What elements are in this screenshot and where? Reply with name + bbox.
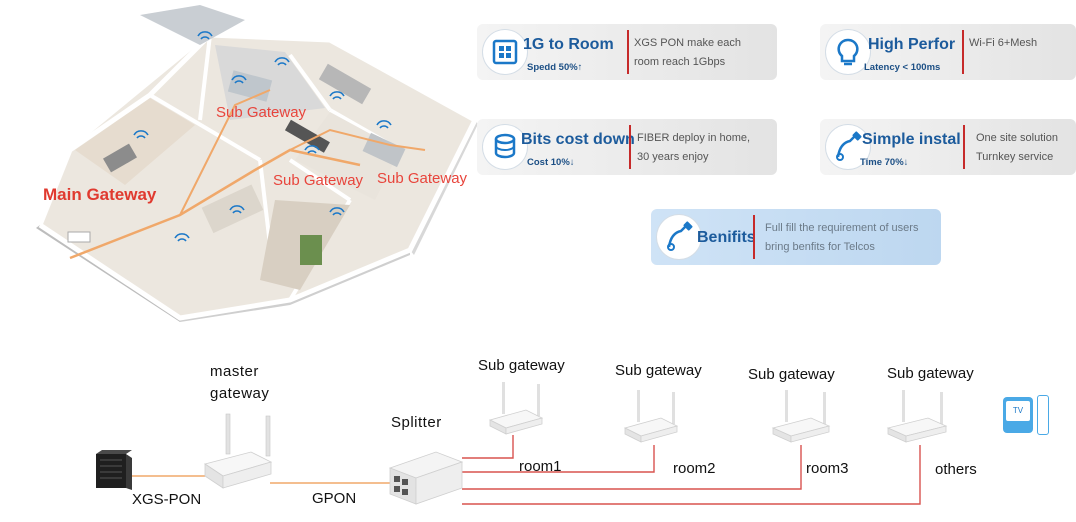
- feature-divider: [963, 125, 965, 169]
- feature-desc-line: Full fill the requirement of users: [765, 222, 919, 234]
- feature-subtitle: Latency < 100ms: [864, 62, 941, 73]
- feature-title: Simple instal: [862, 131, 961, 148]
- room-label: others: [935, 461, 977, 478]
- feature-card-1g-to-room: 1G to Room Spedd 50%↑ XGS PON make each …: [477, 24, 777, 80]
- feature-description: Full fill the requirement of users bring…: [765, 219, 918, 257]
- sub-gateway-router-icon: [623, 390, 679, 443]
- gpon-label: GPON: [312, 490, 357, 507]
- feature-subtitle: Time 70%↓: [860, 157, 909, 168]
- tv-screen-label: TV: [1006, 401, 1030, 421]
- sub-gateway-label: Sub gateway: [887, 365, 974, 382]
- floorplan-label-sub-gateway: Sub Gateway: [377, 170, 468, 187]
- feature-title: High Perfor: [868, 36, 956, 53]
- feature-divider: [753, 215, 755, 259]
- master-gateway-router-icon: [204, 413, 273, 489]
- floorplan-label-sub-gateway: Sub Gateway: [216, 104, 307, 121]
- feature-divider: [627, 30, 629, 74]
- olt-device-icon: [96, 450, 132, 490]
- sub-gateway-label: Sub gateway: [615, 362, 702, 379]
- master-gateway-label: master gateway: [210, 361, 269, 405]
- feature-subtitle: Spedd 50%↑: [527, 62, 583, 73]
- feature-desc-line: Wi-Fi 6+Mesh: [969, 37, 1038, 49]
- feature-desc-line: FIBER deploy in home,: [637, 132, 751, 144]
- link-room1: [462, 435, 514, 459]
- splitter-label: Splitter: [391, 414, 442, 431]
- feature-description: One site solution Turnkey service: [976, 129, 1058, 167]
- floorplan-label-main-gateway: Main Gateway: [43, 185, 157, 204]
- feature-desc-line: XGS PON make each: [634, 37, 741, 49]
- link-room3: [462, 445, 802, 490]
- master-gateway-label-line: gateway: [210, 385, 270, 402]
- feature-desc-line: room reach 1Gbps: [634, 56, 726, 68]
- feature-desc-line: One site solution: [976, 132, 1058, 144]
- sub-gateway-label: Sub gateway: [748, 366, 835, 383]
- feature-card-benifits: Benifits Full fill the requirement of us…: [651, 209, 941, 265]
- lightbulb-icon: [826, 30, 870, 74]
- feature-desc-line: Turnkey service: [976, 151, 1054, 163]
- sub-gateway-router-icon: [886, 390, 948, 443]
- feature-description: FIBER deploy in home, 30 years enjoy: [637, 129, 750, 167]
- sub-gateway-router-icon: [771, 390, 831, 443]
- ethernet-port-icon: [483, 30, 527, 74]
- link-others: [462, 445, 921, 505]
- room-label: room2: [673, 460, 716, 477]
- splitter-device-icon: [388, 451, 464, 505]
- master-gateway-label-line: master: [210, 363, 259, 380]
- feature-divider: [629, 125, 631, 169]
- link-room2: [462, 445, 655, 473]
- coins-icon: [483, 125, 527, 169]
- floorplan-label-sub-gateway: Sub Gateway: [273, 172, 364, 189]
- remote-control-icon: [1037, 395, 1049, 435]
- floorplan-drawing: [36, 5, 479, 322]
- feature-description: XGS PON make each room reach 1Gbps: [634, 34, 741, 72]
- sub-gateway-router-icon: [488, 382, 544, 435]
- feature-card-high-perfor: High Perfor Latency < 100ms Wi-Fi 6+Mesh: [820, 24, 1076, 80]
- feature-description: Wi-Fi 6+Mesh: [969, 34, 1037, 53]
- sub-gateway-label: Sub gateway: [478, 357, 565, 374]
- feature-desc-line: 30 years enjoy: [637, 151, 709, 163]
- feature-subtitle: Cost 10%↓: [527, 157, 575, 168]
- feature-card-bits-cost-down: Bits cost down Cost 10%↓ FIBER deploy in…: [477, 119, 777, 175]
- feature-title: 1G to Room: [523, 36, 614, 53]
- feature-desc-line: bring benfits for Telcos: [765, 241, 875, 253]
- room-label: room1: [519, 458, 562, 475]
- floorplan-illustration: Sub Gateway Sub Gateway Sub Gateway Main…: [30, 0, 480, 322]
- feature-title: Benifits: [697, 229, 756, 246]
- cable-icon: [657, 215, 701, 259]
- feature-divider: [962, 30, 964, 74]
- feature-title: Bits cost down: [521, 131, 635, 148]
- cable-icon: [826, 125, 870, 169]
- room-label: room3: [806, 460, 849, 477]
- tv-icon: TV: [1003, 397, 1033, 433]
- xgs-pon-label: XGS-PON: [132, 491, 202, 508]
- feature-card-simple-instal: Simple instal Time 70%↓ One site solutio…: [820, 119, 1076, 175]
